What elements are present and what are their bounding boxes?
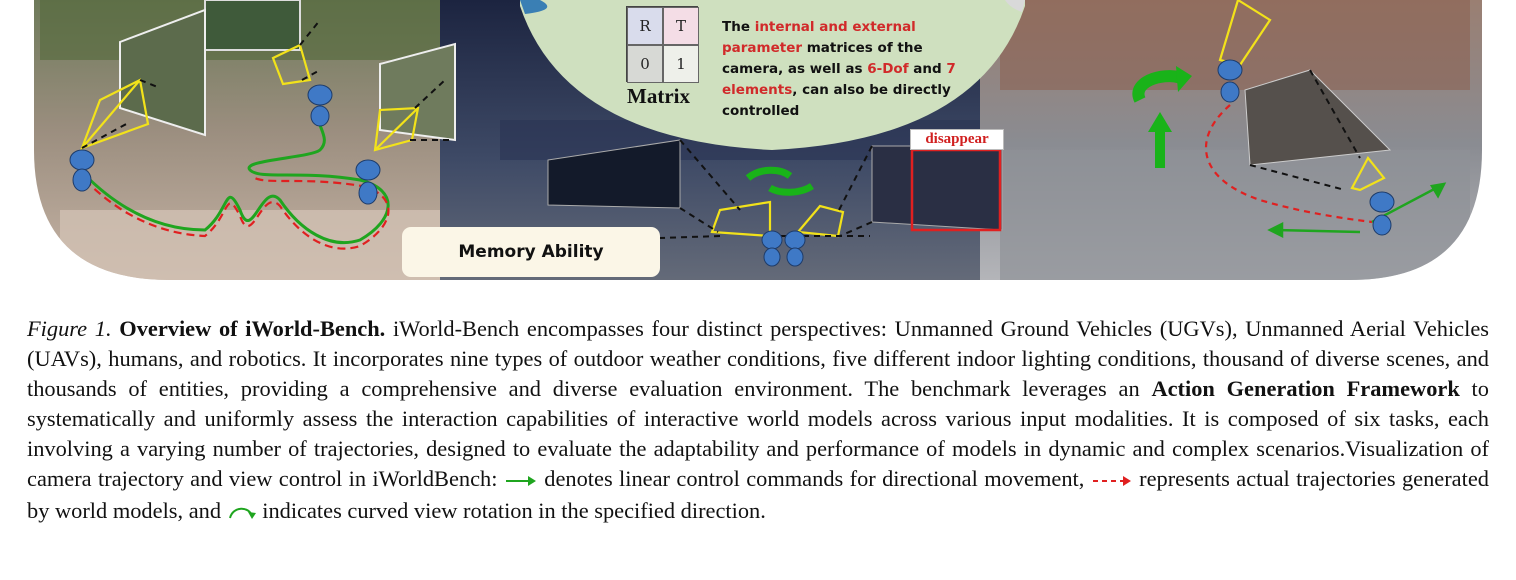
caption-text-4: represents actual trajectories generated… (27, 466, 1489, 523)
memory-ability-label: Memory Ability (402, 227, 660, 277)
caption-text-2: to systematically and uniformly assess t… (27, 376, 1489, 491)
robot-mascots (69, 59, 1395, 267)
matrix-cell-r: R (627, 7, 663, 45)
matrix-label: Matrix (627, 84, 690, 108)
caption-text-5: indicates curved view rotation in the sp… (256, 497, 766, 523)
param-text-2: internal and external parameter (722, 19, 916, 56)
param-text-7: , can also be directly controlled (722, 82, 951, 119)
figure-caption: Figure 1. Overview of iWorld-Bench. iWor… (27, 314, 1489, 528)
param-text-3: matrices of the camera, as well as (722, 40, 923, 77)
caption-text-3: denotes linear control commands for dire… (537, 466, 1091, 491)
figure-number: Figure 1. (27, 316, 112, 341)
overview-figure: R T 0 1 Matrix The internal and external… (34, 0, 1482, 280)
caption-bold-framework: Action Generation Framework (1151, 376, 1460, 401)
red-dashed-arrow-icon (1091, 466, 1133, 496)
green-arrow-icon (504, 466, 538, 496)
matrix-cell-one: 1 (663, 45, 699, 83)
param-text-6: 7 elements (722, 61, 956, 98)
matrix-cell-t: T (663, 7, 699, 45)
matrix-grid: R T 0 1 (626, 6, 699, 83)
curved-rotation-icon (227, 498, 257, 528)
disappear-label: disappear (910, 129, 1004, 150)
caption-title: Overview of iWorld-Bench. (119, 316, 386, 341)
param-text-1: The (722, 19, 755, 35)
param-text-4: 6-Dof (867, 61, 909, 77)
parameter-description: The internal and external parameter matr… (722, 17, 962, 122)
param-text-5: and (908, 61, 947, 77)
green-trajectory (83, 117, 390, 245)
caption-text-1: iWorld-Bench encompasses four distinct p… (27, 316, 1489, 401)
matrix-cell-zero: 0 (627, 45, 663, 83)
